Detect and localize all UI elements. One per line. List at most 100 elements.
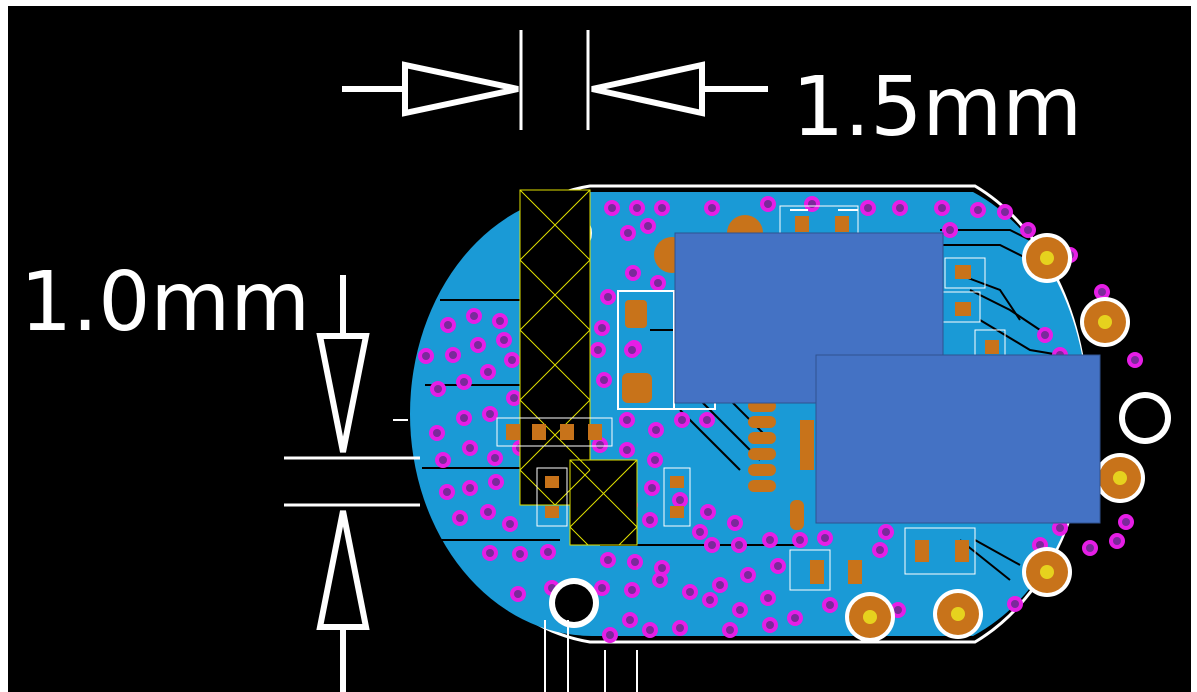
- via-drill: [443, 488, 451, 496]
- via-drill: [796, 536, 804, 544]
- via-drill: [744, 571, 752, 579]
- via-drill: [656, 576, 664, 584]
- via-drill: [644, 222, 652, 230]
- via-drill: [506, 520, 514, 528]
- via-drill: [1086, 544, 1094, 552]
- via-drill: [708, 541, 716, 549]
- via-drill: [449, 351, 457, 359]
- through-hole-pad-drill: [1098, 315, 1112, 329]
- via-drill: [466, 444, 474, 452]
- via-drill: [716, 581, 724, 589]
- via-drill: [629, 269, 637, 277]
- via-drill: [492, 478, 500, 486]
- via-drill: [764, 200, 772, 208]
- via-drill: [1011, 600, 1019, 608]
- dimension-horizontal: [342, 30, 768, 130]
- via-drill: [651, 456, 659, 464]
- via-drill: [433, 429, 441, 437]
- via-drill: [736, 606, 744, 614]
- via-drill: [791, 614, 799, 622]
- through-hole-pads: [845, 233, 1145, 642]
- via-drill: [628, 586, 636, 594]
- via-drill: [596, 441, 604, 449]
- via-drill: [439, 456, 447, 464]
- via-drill: [974, 206, 982, 214]
- via-drill: [1113, 537, 1121, 545]
- via-drill: [460, 378, 468, 386]
- via-drill: [604, 293, 612, 301]
- via-drill: [623, 416, 631, 424]
- mounting-hole-bottom-drill: [555, 584, 593, 622]
- via-drill: [703, 416, 711, 424]
- via-drill: [608, 204, 616, 212]
- via-drill: [516, 550, 524, 558]
- via-drill: [826, 601, 834, 609]
- through-hole-pad-drill: [951, 607, 965, 621]
- via-drill: [466, 484, 474, 492]
- via-drill: [735, 541, 743, 549]
- via-drill: [686, 588, 694, 596]
- via-drill: [876, 546, 884, 554]
- via-array: [418, 196, 1143, 643]
- via-drill: [946, 226, 954, 234]
- via-drill: [470, 312, 478, 320]
- through-hole-pad-drill: [1113, 471, 1127, 485]
- via-drill: [631, 558, 639, 566]
- overlay-block-lower: [815, 354, 1101, 524]
- keepout-zone: [519, 189, 638, 546]
- via-drill: [486, 410, 494, 418]
- dimension-vertical-label: 1.0mm: [20, 255, 310, 350]
- via-drill: [706, 596, 714, 604]
- via-drill: [510, 394, 518, 402]
- via-drill: [594, 346, 602, 354]
- dimension-vertical: [284, 275, 420, 692]
- via-drill: [1001, 208, 1009, 216]
- via-drill: [626, 616, 634, 624]
- via-drill: [633, 204, 641, 212]
- via-drill: [544, 548, 552, 556]
- via-drill: [774, 562, 782, 570]
- via-drill: [486, 549, 494, 557]
- via-drill: [764, 594, 772, 602]
- via-drill: [676, 624, 684, 632]
- bottom-leads: [393, 419, 638, 692]
- mounting-hole-right-drill: [1125, 398, 1165, 438]
- via-drill: [474, 341, 482, 349]
- via-drill: [648, 484, 656, 492]
- via-drill: [1041, 331, 1049, 339]
- via-drill: [484, 368, 492, 376]
- via-drill: [508, 356, 516, 364]
- via-drill: [726, 626, 734, 634]
- via-drill: [606, 631, 614, 639]
- via-drill: [514, 590, 522, 598]
- via-drill: [1098, 288, 1106, 296]
- via-drill: [422, 352, 430, 360]
- via-drill: [731, 519, 739, 527]
- via-drill: [894, 606, 902, 614]
- via-drill: [1131, 356, 1139, 364]
- via-drill: [766, 536, 774, 544]
- via-drill: [652, 426, 660, 434]
- via-drill: [491, 454, 499, 462]
- via-drill: [658, 564, 666, 572]
- via-drill: [624, 229, 632, 237]
- via-drill: [1036, 541, 1044, 549]
- via-drill: [821, 534, 829, 542]
- via-drill: [696, 528, 704, 536]
- via-drill: [628, 346, 636, 354]
- via-drill: [658, 204, 666, 212]
- via-drill: [646, 626, 654, 634]
- via-drill: [598, 324, 606, 332]
- via-drill: [1056, 524, 1064, 532]
- via-drill: [896, 204, 904, 212]
- via-drill: [496, 317, 504, 325]
- via-drill: [864, 204, 872, 212]
- via-drill: [646, 516, 654, 524]
- via-drill: [678, 416, 686, 424]
- via-drill: [456, 514, 464, 522]
- through-hole-pad-drill: [1040, 251, 1054, 265]
- via-drill: [598, 584, 606, 592]
- via-drill: [500, 336, 508, 344]
- silkscreen-fine: [496, 205, 1006, 591]
